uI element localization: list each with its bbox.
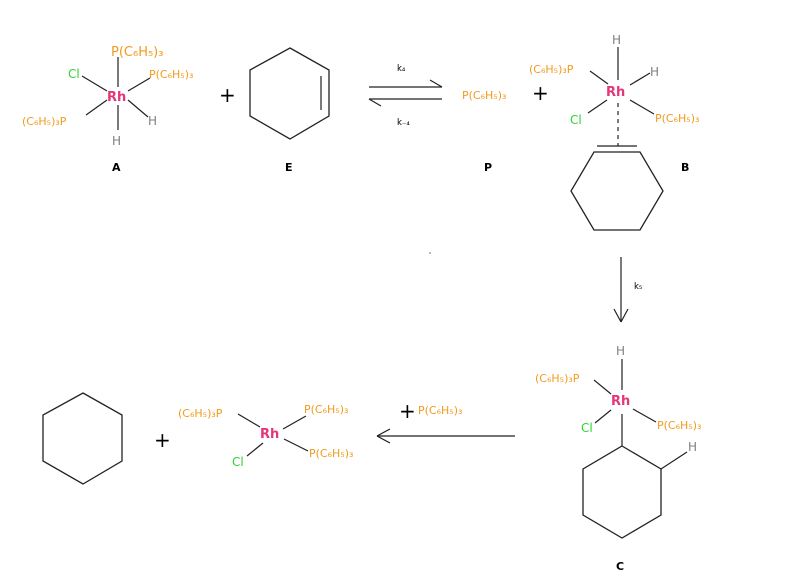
- b-hydride-right: H: [650, 65, 659, 79]
- c-hydrogen-ring: H: [688, 440, 697, 454]
- plus-phosphine-arrow: +: [399, 399, 416, 423]
- c-chlorine: Cl: [581, 421, 593, 435]
- plus-p-b: +: [532, 81, 549, 105]
- plus-cyclohexane-catalyst: +: [154, 428, 171, 452]
- w-phosphine-right-top: P(C₆H₅)₃: [304, 403, 348, 416]
- label-e: E: [285, 161, 293, 174]
- label-a: A: [112, 161, 121, 174]
- c-hydride-top: H: [616, 344, 625, 358]
- c-phosphine-left: (C₆H₅)₃P: [535, 372, 580, 385]
- a-rhodium: Rh: [107, 90, 126, 105]
- b-phosphine-left: (C₆H₅)₃P: [529, 63, 574, 76]
- b-chlorine: Cl: [570, 113, 582, 127]
- compound-b: H H (C₆H₅)₃P Rh Cl P(C₆H₅)₃ B: [529, 33, 699, 231]
- a-chlorine: Cl: [68, 67, 80, 81]
- compound-a: P(C₆H₅)₃ Cl P(C₆H₅)₃ Rh (C₆H₅)₃P H H A: [22, 45, 193, 174]
- equilibrium-arrows: k₄ k₋₄: [368, 64, 443, 128]
- free-phosphine: P(C₆H₅)₃: [462, 89, 506, 102]
- w-phosphine-left: (C₆H₅)₃P: [178, 407, 223, 420]
- label-c: C: [616, 560, 624, 573]
- a-phosphine-left: (C₆H₅)₃P: [22, 115, 67, 128]
- b-rhodium: Rh: [606, 85, 625, 100]
- k5-arrow: k₅: [613, 257, 642, 323]
- added-phosphine: P(C₆H₅)₃: [418, 404, 462, 417]
- stray-dot: [429, 252, 431, 254]
- compound-e: E: [249, 47, 330, 174]
- compound-c: H (C₆H₅)₃P Rh Cl P(C₆H₅)₃ H C: [535, 344, 701, 573]
- rate-k4: k₄: [397, 64, 406, 74]
- c-phosphine-right: P(C₆H₅)₃: [657, 419, 701, 432]
- label-b: B: [681, 161, 689, 174]
- rate-k-minus4: k₋₄: [397, 118, 410, 128]
- cyclohexane: [42, 392, 123, 485]
- a-phosphine-right: P(C₆H₅)₃: [149, 68, 193, 81]
- w-phosphine-right-bottom: P(C₆H₅)₃: [309, 447, 353, 460]
- a-hydride-bottom: H: [112, 134, 121, 148]
- w-rhodium: Rh: [260, 427, 279, 442]
- b-hydride-top: H: [612, 33, 621, 47]
- rate-k5: k₅: [634, 282, 642, 292]
- a-hydride-right: H: [148, 114, 157, 128]
- product-arrow: + P(C₆H₅)₃: [376, 399, 515, 444]
- a-phosphine-top: P(C₆H₅)₃: [111, 45, 163, 60]
- plus-a-e: +: [219, 83, 236, 107]
- w-chlorine: Cl: [232, 455, 244, 469]
- b-phosphine-right: P(C₆H₅)₃: [655, 112, 699, 125]
- c-rhodium: Rh: [611, 394, 630, 409]
- label-p: P: [484, 161, 492, 174]
- wilkinson-catalyst: (C₆H₅)₃P Rh P(C₆H₅)₃ Cl P(C₆H₅)₃: [178, 403, 353, 469]
